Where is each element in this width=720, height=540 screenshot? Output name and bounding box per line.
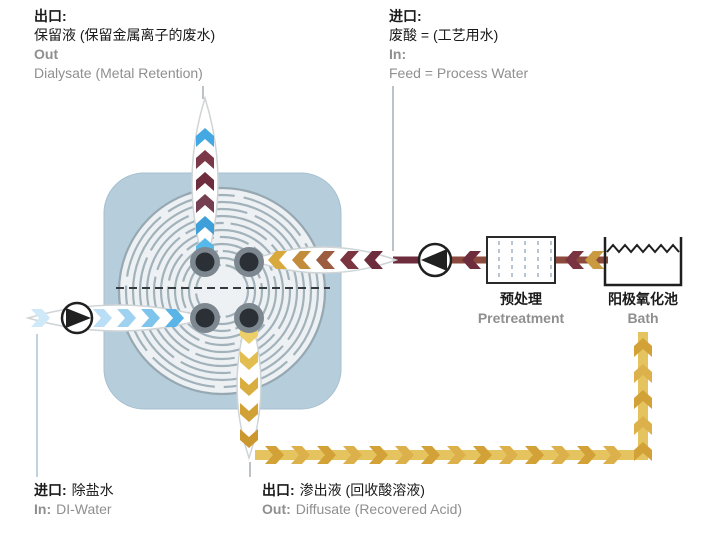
label-zh-prefix: 出口:	[262, 482, 295, 498]
diffusate-out-pipe	[236, 309, 262, 461]
label-pretreatment: 预处理 Pretreatment	[451, 290, 591, 328]
label-en-title: Out	[34, 46, 59, 62]
label-zh-text: 预处理	[500, 291, 542, 307]
di-water-in-pipe	[25, 301, 211, 335]
label-feed-in: 进口: 废酸 = (工艺用水) In: Feed = Process Water	[389, 7, 528, 83]
label-en-text: Feed = Process Water	[389, 65, 529, 81]
label-en-prefix: In:	[34, 501, 52, 517]
label-di-water-in: 进口:除盐水 In:DI-Water	[34, 481, 114, 519]
module-ports	[190, 247, 264, 333]
label-dialysate-out: 出口: 保留液 (保留金属离子的废水) Out Dialysate (Metal…	[34, 7, 215, 83]
spiral-membrane	[117, 186, 327, 396]
label-zh-text: 除盐水	[71, 482, 114, 498]
feed-in-pipe	[248, 246, 399, 274]
label-en-line: Out:Diffusate (Recovered Acid)	[262, 500, 462, 519]
bath-icon	[603, 237, 683, 287]
label-zh-title: 进口:	[389, 8, 422, 24]
label-bath: 阳极氧化池 Bath	[573, 290, 713, 328]
label-zh-line: 进口:除盐水	[34, 481, 114, 500]
port	[190, 303, 220, 333]
label-en-text: Bath	[627, 310, 659, 326]
label-en-text: Dialysate (Metal Retention)	[34, 65, 203, 81]
label-zh-title: 出口:	[34, 8, 67, 24]
diffusate-return-line	[255, 332, 652, 464]
label-en-text: Pretreatment	[477, 310, 565, 326]
port	[234, 303, 264, 333]
label-en-text: DI-Water	[56, 501, 112, 517]
di-water-pump-icon	[60, 301, 94, 335]
port	[234, 247, 264, 277]
label-en-title: In:	[389, 46, 407, 62]
label-zh-text: 阳极氧化池	[608, 291, 678, 307]
label-diffusate-out: 出口:渗出液 (回收酸溶液) Out:Diffusate (Recovered …	[262, 481, 462, 519]
pretreatment-filter-icon	[486, 236, 556, 284]
leader-lines	[36, 86, 394, 477]
label-zh-text: 渗出液 (回收酸溶液)	[299, 482, 425, 498]
label-zh-prefix: 进口:	[34, 482, 67, 498]
feed-pump-icon	[417, 242, 453, 278]
label-zh-line: 出口:渗出液 (回收酸溶液)	[262, 481, 462, 500]
label-en-line: In:DI-Water	[34, 500, 114, 519]
port	[190, 247, 220, 277]
label-en-text: Diffusate (Recovered Acid)	[295, 501, 463, 517]
label-en-prefix: Out:	[262, 501, 291, 517]
label-zh-text: 保留液 (保留金属离子的废水)	[34, 27, 216, 43]
label-zh-text: 废酸 = (工艺用水)	[389, 27, 499, 43]
